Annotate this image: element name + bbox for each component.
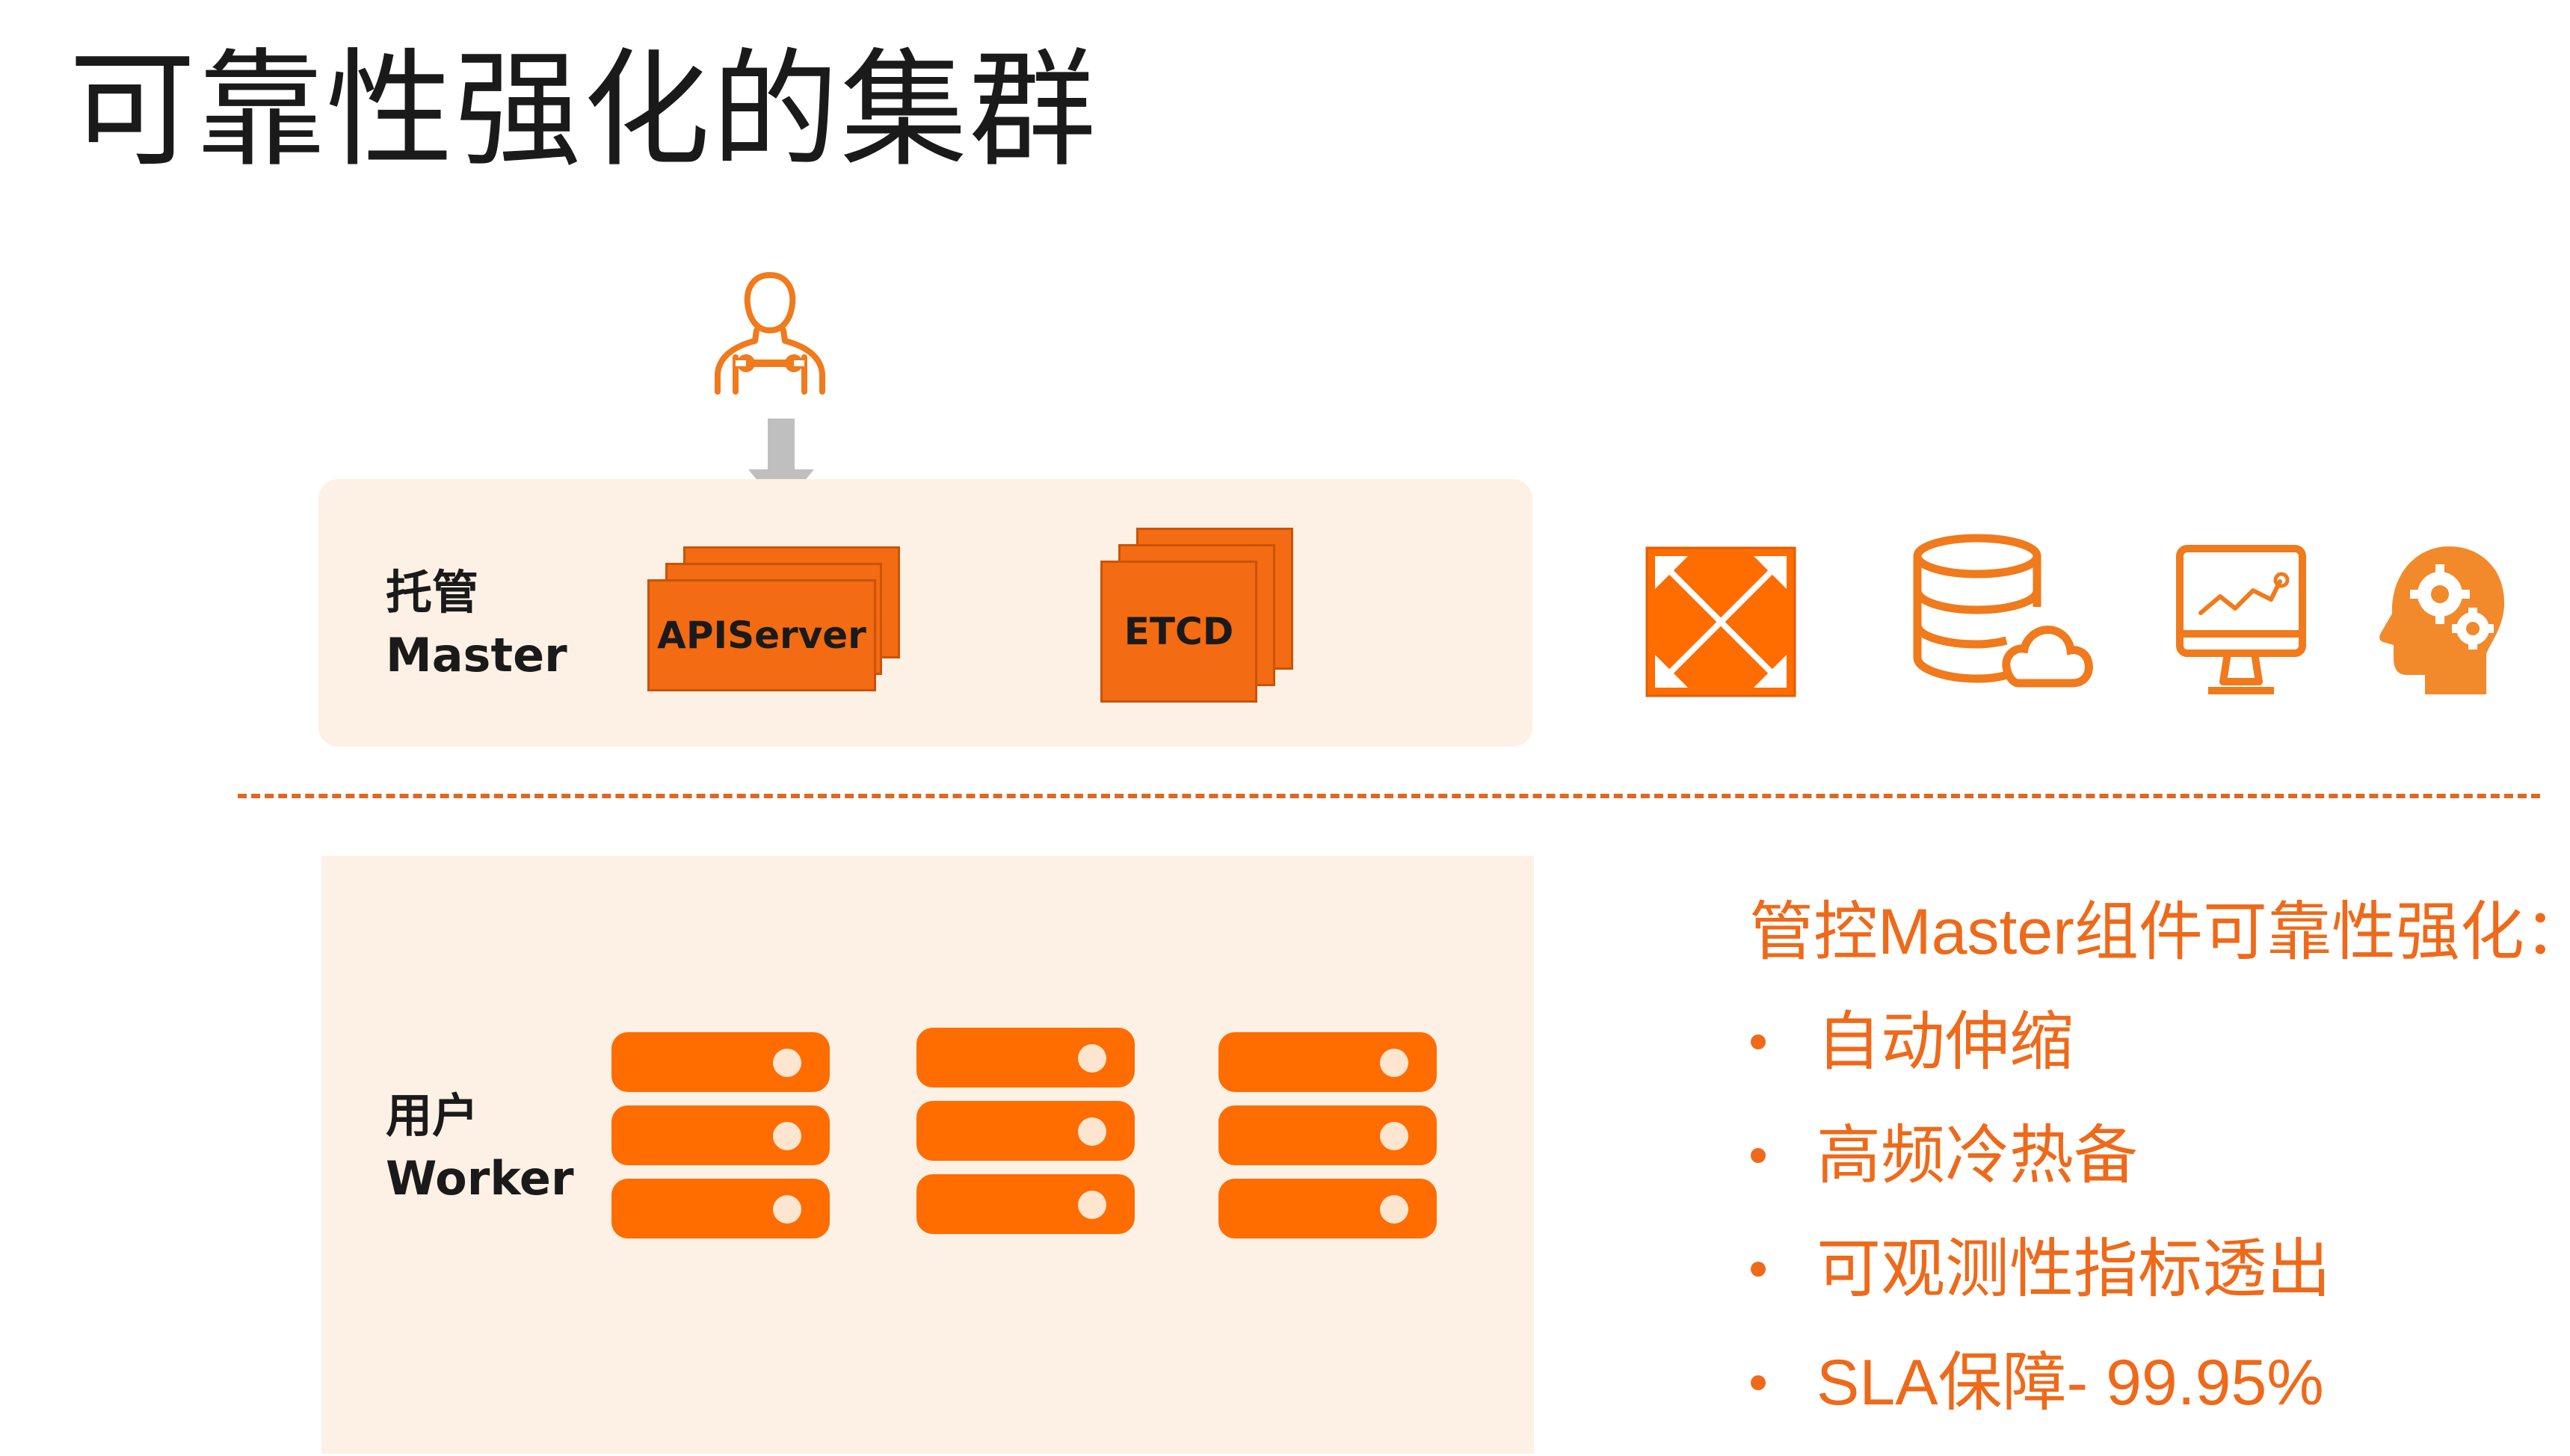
bullet-dot [1751,1034,1766,1049]
operator-wrench-icon [715,272,825,395]
worker-layer-label: 用户 Worker [386,1088,574,1206]
etcd-box: ETCD [1100,561,1257,703]
apiserver-component: APIServer [647,546,902,696]
server-rack [1218,1032,1437,1241]
server-rack [916,1028,1135,1237]
layer-divider [238,794,2540,798]
database-cloud-backup-icon [1913,534,2093,688]
bullet-dot [1751,1148,1766,1163]
master-layer-panel: 托管 Master APIServer ETCD [318,479,1532,747]
master-layer-label: 托管 Master [386,565,567,682]
worker-layer-panel: 用户 Worker [321,856,1534,1454]
bullet-dot [1751,1262,1766,1277]
bullet-dot [1751,1375,1766,1390]
apiserver-box: APIServer [647,579,876,691]
page-title: 可靠性强化的集群 [69,40,1098,182]
head-gears-intelligence-icon [2379,546,2505,694]
server-rack [611,1032,830,1241]
etcd-component: ETCD [1100,528,1302,707]
features-heading: 管控Master组件可靠性强化： [1749,896,2570,968]
monitor-metrics-chart-icon [2176,545,2306,694]
auto-scaling-expand-icon [1645,546,1796,697]
